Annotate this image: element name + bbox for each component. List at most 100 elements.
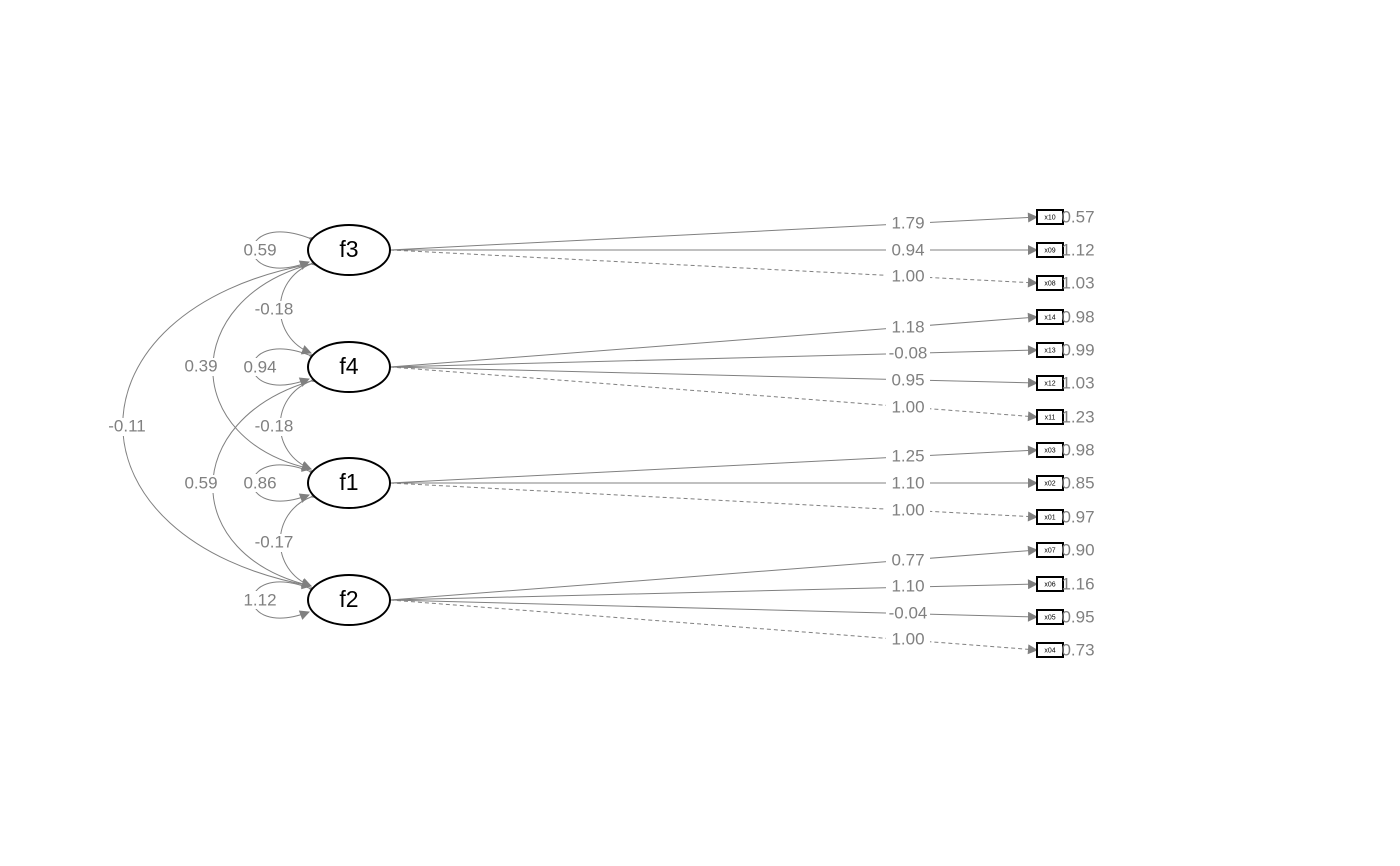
loading-f1-x01	[389, 482, 1038, 522]
loading-label-bg	[886, 399, 930, 417]
loading-label-bg	[886, 475, 930, 493]
covariance-label-f3-f4: -0.18	[255, 299, 294, 318]
indicator-node-x14	[1036, 309, 1064, 325]
residual-label-x07: 0.90	[1061, 540, 1094, 559]
loading-label-bg	[886, 345, 930, 363]
loading-label-f4-x13: -0.08	[889, 343, 928, 362]
loading-label-bg	[886, 319, 930, 337]
indicator-label-x12: x12	[1044, 380, 1055, 387]
residual-label-x06: 1.16	[1061, 574, 1094, 593]
loading-label-f2-x06: 1.10	[891, 576, 924, 595]
factor-node-f3	[307, 224, 391, 276]
covariance-label-bg	[251, 418, 297, 436]
indicator-label-x11: x11	[1045, 414, 1056, 421]
indicator-label-x07: x07	[1044, 547, 1055, 554]
residual-label-x03: 0.98	[1061, 440, 1094, 459]
indicator-label-x04: x04	[1044, 647, 1055, 654]
indicator-node-x09	[1036, 242, 1064, 258]
indicator-node-x12	[1036, 375, 1064, 391]
variance-label-f3: 0.59	[243, 240, 276, 259]
factor-label-f1: f1	[339, 469, 358, 495]
covariance-label-bg	[178, 475, 224, 493]
indicator-label-x08: x08	[1044, 280, 1055, 287]
loading-label-f2-x07: 0.77	[891, 550, 924, 569]
variance-label-f2: 1.12	[243, 590, 276, 609]
indicator-node-x01	[1036, 509, 1064, 525]
loading-f3-x10	[389, 212, 1038, 251]
loading-label-bg	[886, 372, 930, 390]
residual-label-x14: 0.98	[1061, 307, 1094, 326]
variance-label-f1: 0.86	[243, 473, 276, 492]
loading-label-f3-x10: 1.79	[891, 213, 924, 232]
covariance-label-f1-f2: -0.17	[255, 532, 294, 551]
factor-label-f2: f2	[339, 586, 358, 612]
loading-label-bg	[886, 268, 930, 286]
factor-node-f4	[307, 341, 391, 393]
factor-label-f3: f3	[339, 236, 358, 262]
loading-label-bg	[886, 578, 930, 596]
loading-f4-x14	[389, 312, 1038, 368]
indicator-node-x05	[1036, 609, 1064, 625]
loading-label-bg	[886, 242, 930, 260]
factor-node-f2	[307, 574, 391, 626]
variance-label-bg	[238, 591, 282, 609]
indicator-label-x10: x10	[1044, 214, 1055, 221]
indicator-node-x04	[1036, 642, 1064, 658]
loading-f2-x04	[389, 599, 1038, 655]
residual-label-x10: 0.57	[1061, 207, 1094, 226]
covariance-label-bg	[104, 418, 150, 436]
indicator-node-x10	[1036, 209, 1064, 225]
loading-label-f3-x09: 0.94	[891, 240, 924, 259]
variance-label-f4: 0.94	[243, 357, 276, 376]
residual-label-x04: 0.73	[1061, 640, 1094, 659]
indicator-label-x13: x13	[1044, 347, 1055, 354]
loading-label-bg	[886, 552, 930, 570]
loading-label-f2-x05: -0.04	[889, 603, 928, 622]
loading-f2-x05	[389, 599, 1038, 622]
loading-label-f4-x11: 1.00	[891, 397, 924, 416]
factor-node-f1	[307, 457, 391, 509]
covariance-label-f4-f2: 0.59	[184, 473, 217, 492]
indicator-node-x02	[1036, 475, 1064, 491]
loading-label-f4-x12: 0.95	[891, 370, 924, 389]
covariance-label-bg	[251, 534, 297, 552]
covariance-label-f4-f1: -0.18	[255, 416, 294, 435]
covariance-label-f3-f1: 0.39	[184, 356, 217, 375]
indicator-node-x11	[1036, 409, 1064, 425]
indicator-node-x08	[1036, 275, 1064, 291]
loading-label-f1-x01: 1.00	[891, 500, 924, 519]
loading-label-f3-x08: 1.00	[891, 266, 924, 285]
loading-label-f1-x02: 1.10	[891, 473, 924, 492]
residual-label-x01: 0.97	[1061, 507, 1094, 526]
loading-label-bg	[886, 631, 930, 649]
indicator-label-x06: x06	[1044, 581, 1055, 588]
variance-label-bg	[238, 474, 282, 492]
loading-label-bg	[886, 502, 930, 520]
loading-label-bg	[886, 215, 930, 233]
indicator-label-x01: x01	[1044, 514, 1055, 521]
residual-label-x02: 0.85	[1061, 473, 1094, 492]
residual-label-x13: 0.99	[1061, 340, 1094, 359]
residual-label-x08: 1.03	[1061, 273, 1094, 292]
variance-label-bg	[238, 358, 282, 376]
indicator-label-x05: x05	[1044, 614, 1055, 621]
residual-label-x12: 1.03	[1061, 373, 1094, 392]
loading-label-f4-x14: 1.18	[891, 317, 924, 336]
loading-f4-x13	[389, 345, 1038, 368]
residual-label-x05: 0.95	[1061, 607, 1094, 626]
covariance-label-bg	[178, 358, 224, 376]
indicator-node-x03	[1036, 442, 1064, 458]
covariance-label-f3-f2: -0.11	[108, 416, 146, 435]
indicator-label-x03: x03	[1044, 447, 1055, 454]
loading-f1-x03	[389, 445, 1038, 484]
covariance-label-bg	[251, 301, 297, 319]
indicator-node-x13	[1036, 342, 1064, 358]
loading-label-bg	[886, 605, 930, 623]
residual-label-x09: 1.12	[1061, 240, 1094, 259]
loading-label-bg	[886, 448, 930, 466]
factor-label-f4: f4	[339, 353, 358, 379]
indicator-label-x02: x02	[1044, 480, 1055, 487]
loading-label-f2-x04: 1.00	[891, 629, 924, 648]
loading-label-f1-x03: 1.25	[891, 446, 924, 465]
